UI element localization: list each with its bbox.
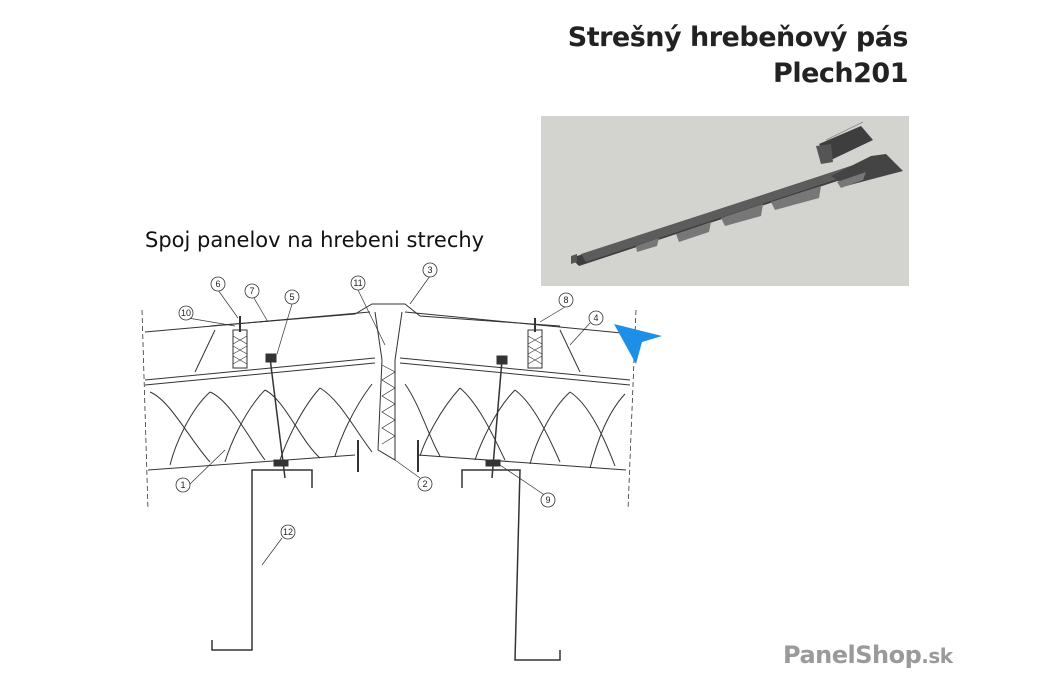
product-title: Strešný hrebeňový pás [567,22,909,53]
logo-name: PanelShop [783,641,922,669]
diagram-title: Spoj panelov na hrebeni strechy [145,228,485,252]
logo-suffix: .sk [921,644,953,668]
callout-8: 8 [563,295,568,305]
cursor-arrow-icon [612,322,664,373]
callout-7: 7 [249,286,254,296]
callout-9: 9 [545,495,550,505]
callout-10: 10 [181,308,191,318]
callout-2: 2 [422,479,427,489]
callout-5: 5 [289,292,294,302]
callout-11: 11 [353,278,362,288]
panelshop-logo: PanelShop.sk [783,641,953,669]
callout-4: 4 [593,313,598,323]
callout-1: 1 [180,480,185,490]
ridge-flashing-product-image [541,116,909,286]
product-code: Plech201 [773,58,908,89]
callout-12: 12 [283,527,293,537]
callout-6: 6 [215,279,220,289]
callout-3: 3 [427,265,432,275]
